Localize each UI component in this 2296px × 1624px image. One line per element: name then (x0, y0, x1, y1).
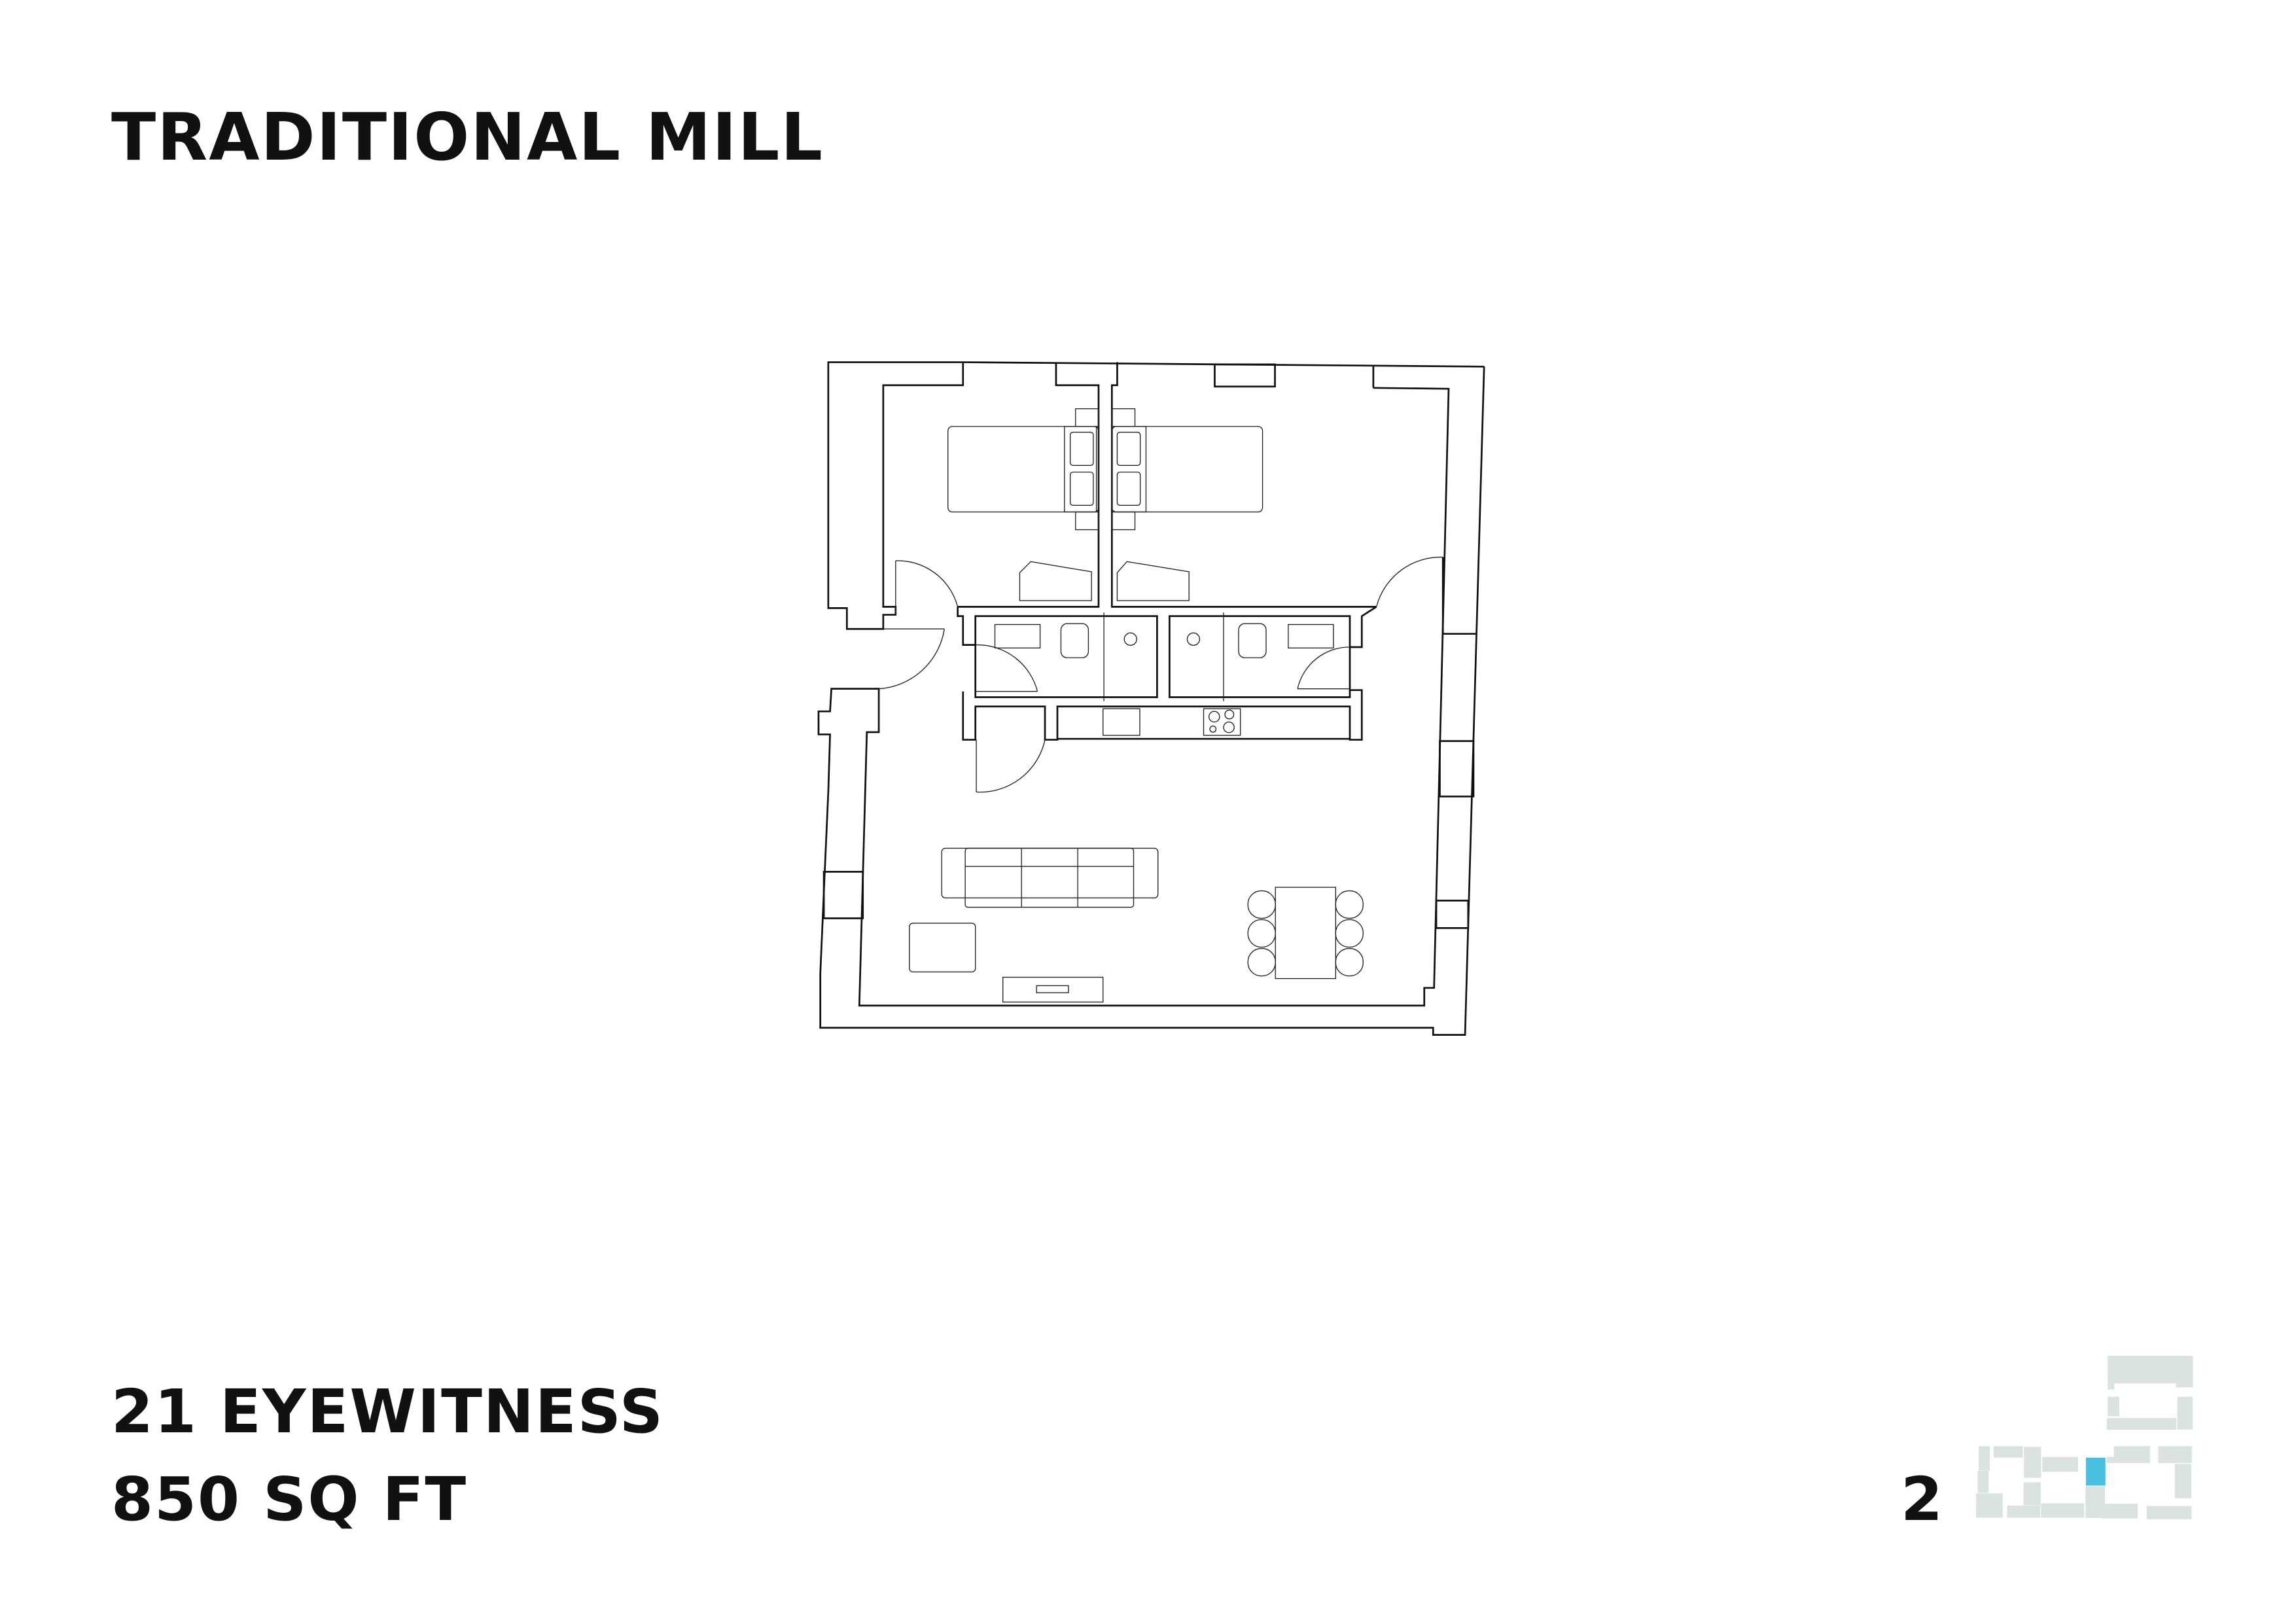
furniture (909, 408, 1364, 1003)
floor-plan (817, 361, 1485, 1036)
unit-area: 850 SQ FT (111, 1464, 468, 1534)
unit-name: 21 EYEWITNESS (111, 1377, 665, 1447)
doors (879, 556, 1443, 793)
floor-number: 2 (1901, 1464, 1945, 1534)
walls (817, 361, 1485, 1036)
key-plan-units (1976, 1356, 2193, 1519)
development-title: TRADITIONAL MILL (111, 99, 824, 175)
key-plan (1976, 1356, 2193, 1519)
highlighted-unit (2085, 1457, 2106, 1486)
